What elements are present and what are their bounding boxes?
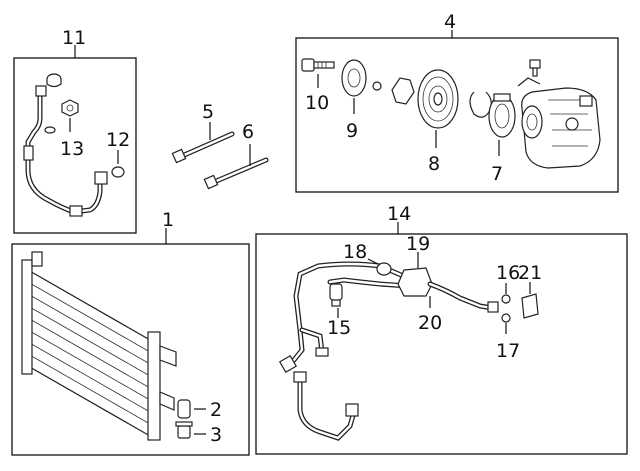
- part-7-coil: [488, 93, 516, 156]
- callout-7: 7: [491, 163, 503, 185]
- part-3-plug: [175, 421, 206, 439]
- callout-15: 15: [327, 317, 351, 339]
- part-8-pulley: [417, 69, 459, 148]
- part-19-block: [397, 252, 433, 297]
- retaining-ring-part: [469, 91, 492, 118]
- group-4-compressor: 4 10 9 8: [295, 11, 619, 193]
- callout-10: 10: [305, 92, 329, 114]
- part-15-pressure-switch: [329, 283, 343, 318]
- part-21-valve: [521, 282, 539, 319]
- part-16-o-ring: [501, 283, 511, 304]
- condenser-core-part: [21, 251, 177, 441]
- part-9-disc: [341, 59, 367, 114]
- callout-16: 16: [496, 262, 520, 284]
- callout-5: 5: [202, 101, 214, 123]
- callout-1: 1: [162, 209, 174, 231]
- part-12-o-ring: [111, 150, 125, 178]
- callout-4: 4: [444, 11, 456, 33]
- part-2-desiccant: [177, 399, 206, 419]
- group-11-suction-hose: 11 13 12: [13, 27, 137, 234]
- callout-2: 2: [210, 399, 222, 421]
- group-14-discharge-line: 14 19 20 18: [255, 203, 628, 455]
- callout-12: 12: [106, 129, 130, 151]
- callout-6: 6: [242, 121, 254, 143]
- bolt-6-part: [203, 144, 269, 190]
- group-1-condenser: 1 2 3: [11, 209, 250, 456]
- shim-part: [372, 81, 382, 91]
- group-14-box: [255, 233, 628, 455]
- callout-18: 18: [343, 241, 367, 263]
- callout-17: 17: [496, 340, 520, 362]
- service-cap-part: [46, 73, 62, 88]
- group-11-box: [13, 57, 137, 234]
- bolt-5-part: [171, 122, 235, 164]
- snap-ring-part: [391, 77, 415, 105]
- part-13-nut: [61, 99, 79, 132]
- small-bolt-part: [529, 59, 541, 77]
- callout-19: 19: [406, 233, 430, 255]
- callout-13: 13: [60, 138, 84, 160]
- callout-8: 8: [428, 153, 440, 175]
- callout-3: 3: [210, 424, 222, 446]
- part-17-o-ring: [501, 313, 511, 334]
- callout-21: 21: [518, 262, 542, 284]
- part-20-hose: [427, 281, 499, 313]
- suction-hose-part: [23, 85, 108, 217]
- callout-14: 14: [387, 203, 411, 225]
- callout-20: 20: [418, 312, 442, 334]
- callout-9: 9: [346, 120, 358, 142]
- part-10-bolt: [301, 58, 335, 88]
- callout-11: 11: [62, 27, 86, 49]
- compressor-body-part: [517, 77, 601, 169]
- liquid-line-part: [278, 261, 411, 441]
- part-18-cap: [367, 258, 392, 276]
